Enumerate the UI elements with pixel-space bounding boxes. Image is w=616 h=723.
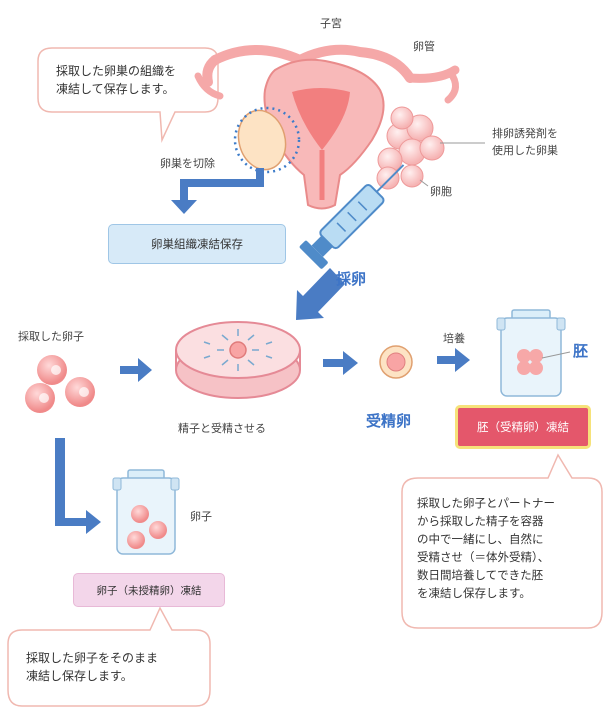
label-retrieved-eggs: 採取した卵子	[18, 330, 84, 343]
label-fertilized-egg: 受精卵	[366, 412, 412, 430]
label-ovary-cut: 卵巣を切除	[160, 157, 215, 170]
embryo-jar	[496, 309, 571, 397]
label-egg: 卵子	[190, 510, 212, 523]
fertilized-egg	[379, 345, 413, 379]
label-embryo: 胚	[573, 342, 589, 360]
box-embryo-freeze: 胚（受精卵）凍結	[455, 405, 591, 449]
label-follicle: 卵胞	[430, 185, 452, 198]
retrieved-eggs	[25, 355, 95, 413]
flow-arrows	[55, 168, 470, 534]
bubble-text-embryo: 採取した卵子とパートナー から採取した精子を容器 の中で一緒にし、自然に 受精さ…	[417, 496, 555, 600]
left-ovary	[233, 106, 301, 174]
bubble-text-ovary-tissue: 採取した卵巣の組織を 凍結して保存します。	[56, 64, 177, 96]
box-ovary-tissue-freeze: 卵巣組織凍結保存	[108, 224, 286, 264]
petri-dish	[175, 321, 301, 399]
uterus-illustration	[194, 44, 460, 210]
egg-jar	[112, 469, 180, 555]
label-egg-retrieval: 採卵	[336, 270, 367, 288]
syringe-icon	[299, 164, 405, 269]
label-stimulated-ovary: 排卵誘発剤を 使用した卵巣	[492, 127, 558, 157]
bubble-egg	[7, 606, 211, 707]
label-fallopian-tube: 卵管	[413, 40, 435, 53]
label-culture: 培養	[443, 332, 465, 345]
box-egg-freeze: 卵子（未授精卵）凍結	[73, 573, 225, 607]
right-ovary-follicles	[376, 106, 485, 190]
label-fertilize: 精子と受精させる	[178, 422, 266, 435]
label-uterus: 子宮	[320, 17, 342, 30]
bubble-embryo	[401, 453, 603, 629]
bubble-text-egg: 採取した卵子をそのまま 凍結し保存します。	[26, 651, 159, 683]
